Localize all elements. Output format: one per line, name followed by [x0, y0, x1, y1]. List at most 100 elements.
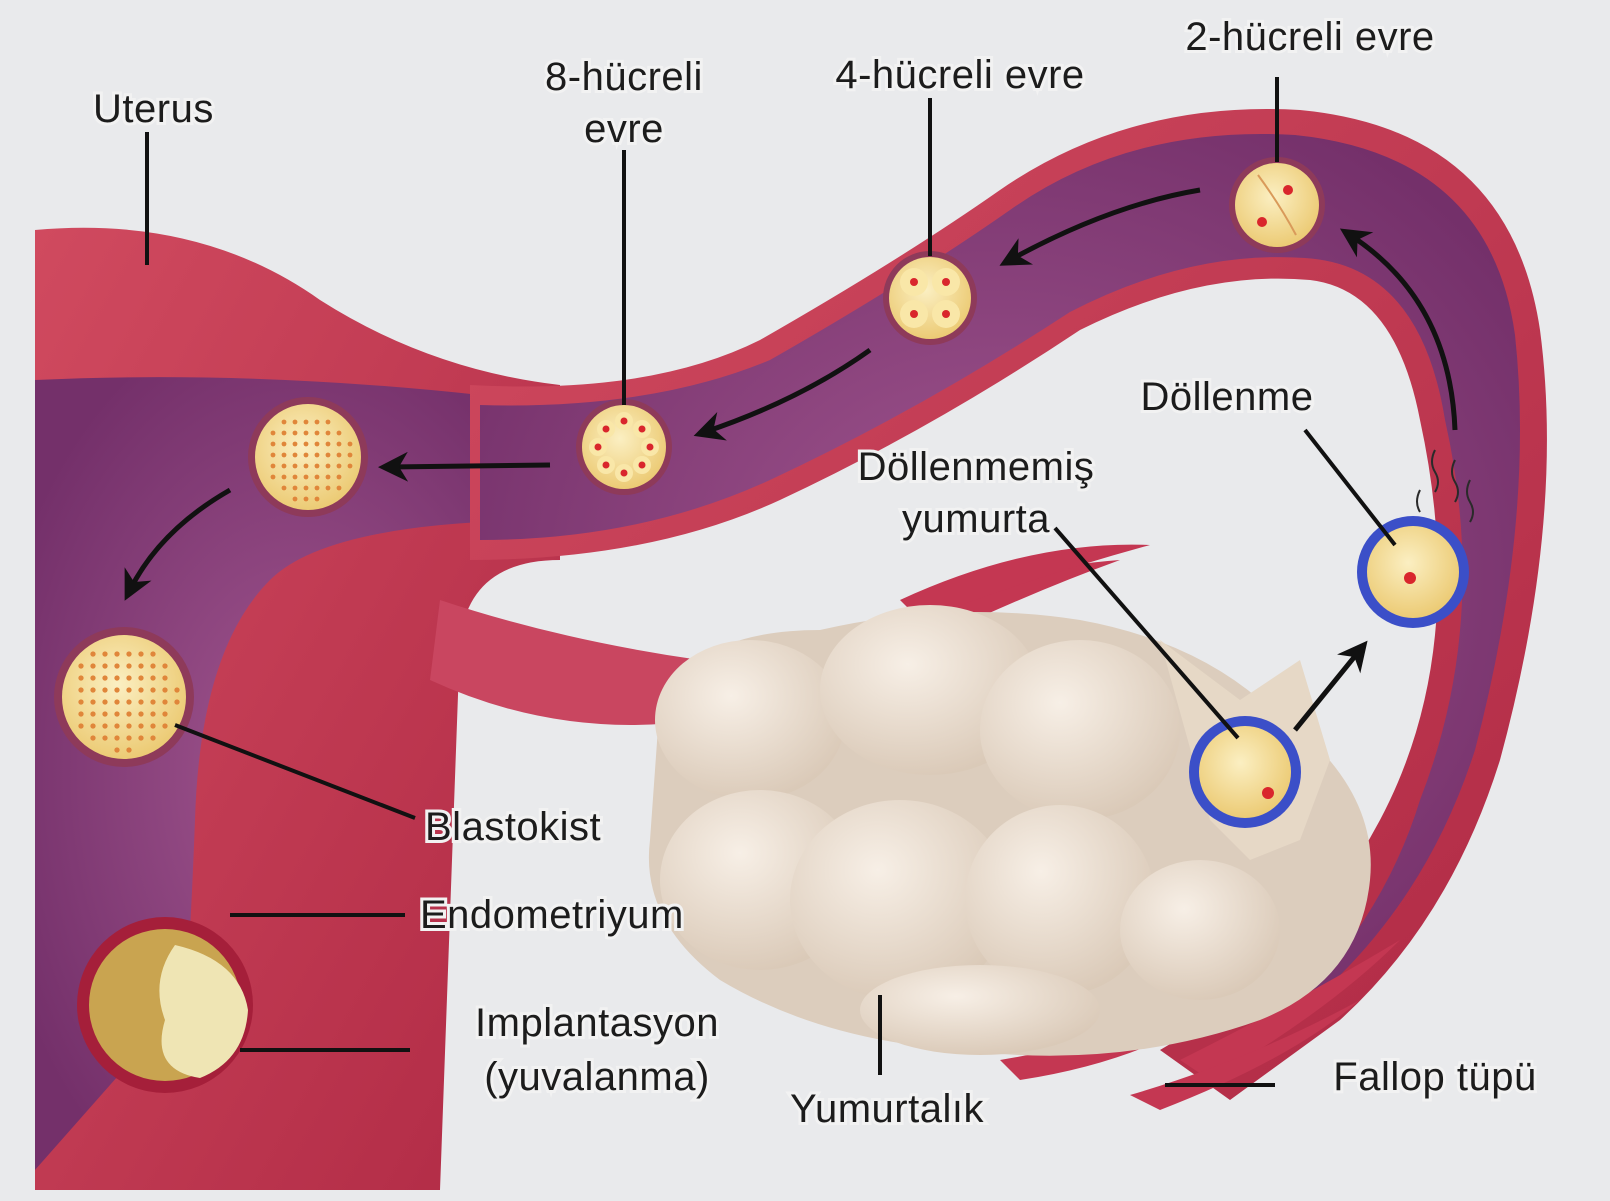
morula-cell	[315, 497, 320, 502]
nucleus	[603, 462, 610, 469]
blastocyst-cell	[126, 735, 131, 740]
morula-cell	[282, 453, 287, 458]
blastocyst-cell	[138, 663, 143, 668]
blastocyst-cell	[150, 735, 155, 740]
blastocyst-cell	[174, 687, 179, 692]
blastocyst-cell	[126, 699, 131, 704]
morula-cell	[304, 420, 309, 425]
blastocyst-cell	[102, 663, 107, 668]
morula-cell	[348, 464, 353, 469]
blastocyst-cell	[78, 699, 83, 704]
morula-cell	[304, 497, 309, 502]
blastocyst-cell	[90, 651, 95, 656]
blastocyst-cell	[102, 651, 107, 656]
nucleus	[639, 426, 646, 433]
nucleus	[942, 278, 950, 286]
blastocyst-cell	[162, 663, 167, 668]
label-unfertilized-line1: Döllenmemiş	[858, 445, 1095, 489]
nucleus	[910, 278, 918, 286]
label-8-cell-line1: 8-hücreli	[545, 55, 703, 99]
morula-cell	[304, 475, 309, 480]
blastocyst-cell	[138, 735, 143, 740]
blastocyst-cell	[150, 711, 155, 716]
morula-cell	[326, 486, 331, 491]
morula-cell	[326, 431, 331, 436]
nucleus	[1257, 217, 1267, 227]
unfertilized-egg	[1189, 716, 1301, 828]
blastocyst-cell	[78, 711, 83, 716]
morula-cell	[271, 431, 276, 436]
blastocyst-cell	[114, 651, 119, 656]
morula-cell	[304, 464, 309, 469]
morula-cell	[337, 486, 342, 491]
blastocyst-cell	[138, 723, 143, 728]
morula-cell	[293, 486, 298, 491]
blastocyst-cell	[102, 711, 107, 716]
four-cell-embryo	[883, 251, 977, 345]
label-4-cell: 4-hücreli evre	[835, 53, 1084, 97]
morula-cell	[315, 453, 320, 458]
morula-cell	[326, 464, 331, 469]
morula	[248, 397, 368, 517]
morula-cell	[293, 464, 298, 469]
morula-cell	[293, 431, 298, 436]
blastocyst-cell	[78, 663, 83, 668]
morula-cell	[348, 442, 353, 447]
blastocyst-cell	[162, 711, 167, 716]
blastocyst-cell	[90, 723, 95, 728]
blastocyst-cell	[114, 747, 119, 752]
label-endometriyum: Endometriyum	[420, 893, 684, 937]
blastocyst-cell	[102, 723, 107, 728]
label-uterus: Uterus	[93, 87, 214, 131]
nucleus	[910, 310, 918, 318]
morula-cell	[304, 442, 309, 447]
blastocyst-cell	[150, 651, 155, 656]
morula-cell	[293, 453, 298, 458]
fertilized-egg	[1357, 516, 1469, 628]
morula-cell	[326, 475, 331, 480]
morula-cell	[337, 453, 342, 458]
morula-cell	[282, 442, 287, 447]
morula-cell	[315, 486, 320, 491]
label-yumurtalik: Yumurtalık	[790, 1087, 984, 1131]
blastocyst-cell	[114, 675, 119, 680]
morula-cell	[293, 442, 298, 447]
morula-cell	[293, 497, 298, 502]
label-2-cell: 2-hücreli evre	[1185, 15, 1434, 59]
blastocyst-cell	[102, 675, 107, 680]
morula-cell	[282, 420, 287, 425]
morula-cell	[282, 464, 287, 469]
morula-cell	[293, 475, 298, 480]
morula-cell	[337, 475, 342, 480]
label-implantasyon-line2: (yuvalanma)	[484, 1055, 710, 1099]
blastocyst-cell	[78, 675, 83, 680]
morula-cell	[304, 431, 309, 436]
morula-cell	[326, 442, 331, 447]
nucleus	[942, 310, 950, 318]
morula-cell	[337, 442, 342, 447]
morula-cell	[271, 464, 276, 469]
morula-cell	[293, 420, 298, 425]
blastocyst-cell	[138, 675, 143, 680]
blastocyst-cell	[150, 687, 155, 692]
blastocyst-cell	[138, 687, 143, 692]
morula-cell	[337, 464, 342, 469]
implantation-site	[77, 917, 253, 1093]
blastocyst-cell	[102, 687, 107, 692]
blastocyst-cell	[138, 651, 143, 656]
label-fallop: Fallop tüpü	[1333, 1055, 1536, 1099]
blastocyst-cell	[126, 675, 131, 680]
nucleus	[595, 444, 602, 451]
morula-cell	[271, 442, 276, 447]
blastocyst-cell	[174, 699, 179, 704]
morula-cell	[304, 453, 309, 458]
blastocyst-cell	[150, 663, 155, 668]
blastocyst-cell	[126, 663, 131, 668]
eight-cell-embryo	[576, 399, 672, 495]
blastocyst-cell	[78, 687, 83, 692]
blastocyst-cell	[126, 687, 131, 692]
morula-cell	[315, 464, 320, 469]
label-unfertilized-line2: yumurta	[902, 497, 1050, 541]
morula-cell	[271, 453, 276, 458]
